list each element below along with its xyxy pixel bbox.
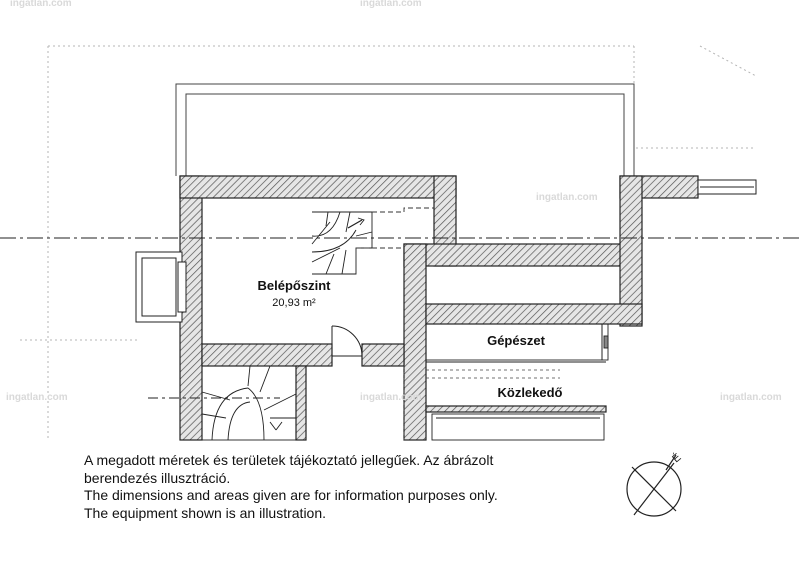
section-lines [0,237,800,399]
watermark-2: ingatlan.com [6,392,68,403]
disclaimer-en-line1: The dimensions and areas given are for i… [84,487,498,503]
watermark-3: ingatlan.com [360,392,422,403]
north-label: É [670,451,684,466]
disclaimer-hu-line1: A megadott méretek és területek tájékozt… [84,452,494,468]
room-label-entry: Belépőszint [258,278,332,293]
watermarks: ingatlan.com ingatlan.com ingatlan.com i… [6,0,782,403]
corridor-lower [431,413,605,441]
stair-upper [311,211,373,275]
walls [179,175,699,441]
window-top-right [697,179,757,195]
site-outline [20,45,757,440]
wall-bottom-left [201,343,333,367]
stair-lower [201,365,297,441]
room-label-mechanical: Gépészet [487,333,545,348]
disclaimer-note: A megadott méretek és területek tájékozt… [84,452,604,522]
wall-lower-sep [425,405,607,413]
stair-dashed [356,207,434,249]
terrace-outline [175,83,635,176]
room-area-entry: 20,93 m² [272,297,316,309]
north-arrow-icon [626,454,682,517]
wall-stair-right [295,365,307,441]
watermark-5: ingatlan.com [10,0,72,9]
entry-door [331,325,363,357]
mechanical-room [425,323,609,363]
wall-corridor-top [403,243,641,267]
corridor-lines [403,366,560,440]
wall-right-column [403,243,427,441]
bay-window-left [135,251,187,323]
wall-right-wing-post [619,175,643,327]
watermark-4: ingatlan.com [720,392,782,403]
disclaimer-en-line2: The equipment shown is an illustration. [84,504,327,521]
wall-top [179,175,457,199]
wall-mech-top [425,303,643,325]
disclaimer-hu-line2: berendezés illusztráció. [84,469,231,486]
wall-bottom-right [361,343,405,367]
room-label-corridor: Közlekedő [497,385,562,400]
watermark-6: ingatlan.com [360,0,422,9]
watermark-1: ingatlan.com [536,192,598,203]
